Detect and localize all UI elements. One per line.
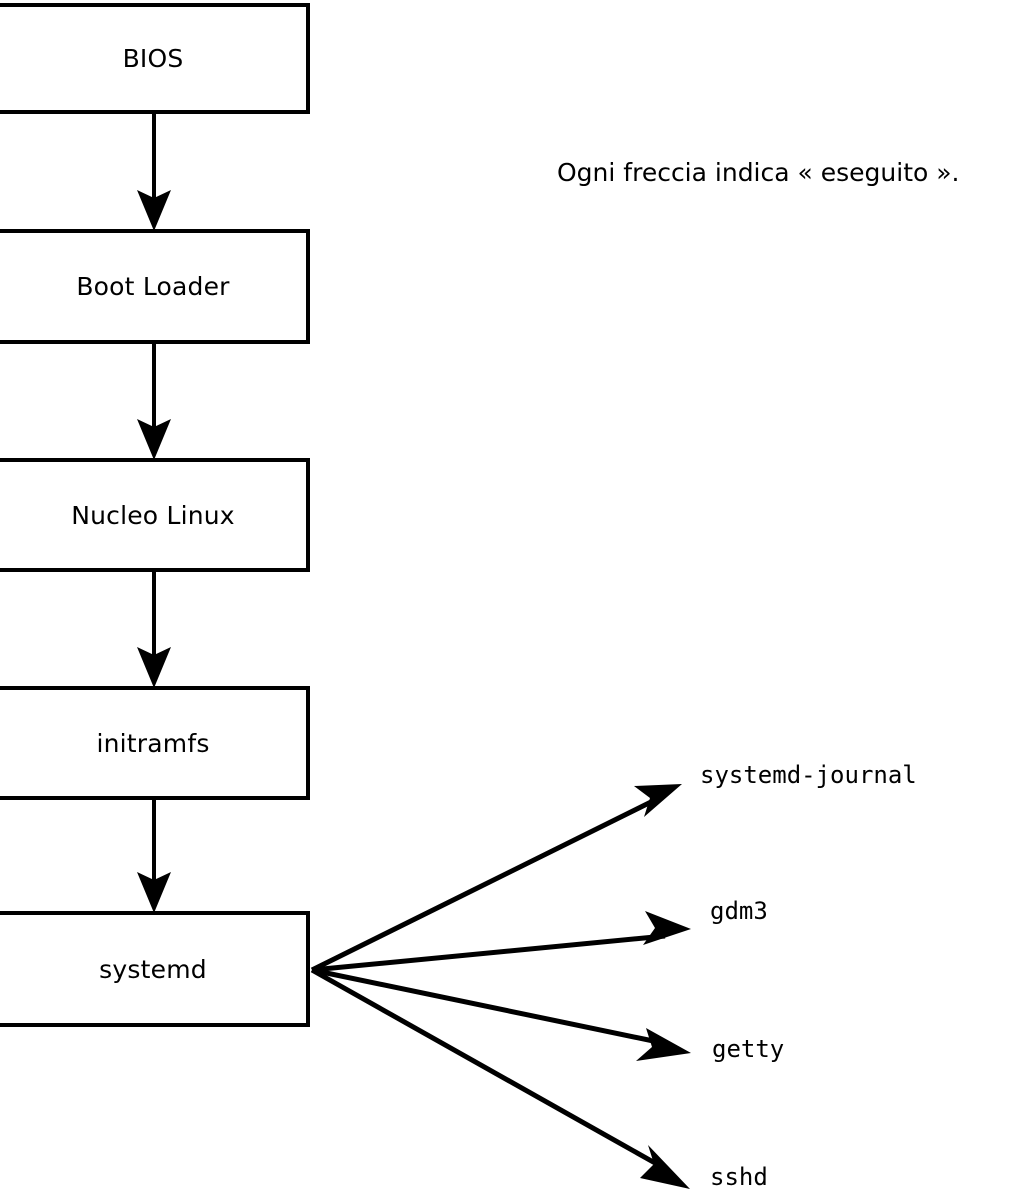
service-label-sshd: sshd: [710, 1163, 768, 1191]
arrow-systemd-to-getty: [311, 967, 691, 1061]
arrow-systemd-to-systemd-journal: [310, 784, 682, 973]
arrow-initramfs-to-systemd: [137, 800, 171, 913]
node-systemd[interactable]: systemd: [0, 911, 310, 1027]
fanout-service-arrows: [310, 784, 691, 1189]
service-label-systemd-journal: systemd-journal: [700, 761, 917, 789]
node-initramfs-label: initramfs: [96, 728, 210, 758]
service-label-getty: getty: [712, 1035, 785, 1063]
service-label-gdm3: gdm3: [710, 897, 768, 925]
vertical-chain-arrows: [137, 114, 171, 913]
node-linux-kernel[interactable]: Nucleo Linux: [0, 458, 310, 572]
node-boot-loader-label: Boot Loader: [76, 272, 230, 301]
node-bios-label: BIOS: [122, 44, 184, 73]
node-systemd-label: systemd: [99, 954, 207, 984]
node-bios[interactable]: BIOS: [0, 3, 310, 114]
arrow-kernel-to-initramfs: [137, 572, 171, 688]
diagram-caption: Ogni freccia indica « eseguito ».: [557, 158, 960, 187]
arrow-bios-to-bootloader: [137, 114, 171, 231]
node-boot-loader[interactable]: Boot Loader: [0, 229, 310, 344]
node-linux-kernel-label: Nucleo Linux: [71, 500, 235, 530]
arrow-systemd-to-sshd: [310, 967, 690, 1189]
node-initramfs[interactable]: initramfs: [0, 686, 310, 800]
arrow-bootloader-to-kernel: [137, 344, 171, 460]
arrow-systemd-to-gdm3: [311, 911, 691, 973]
